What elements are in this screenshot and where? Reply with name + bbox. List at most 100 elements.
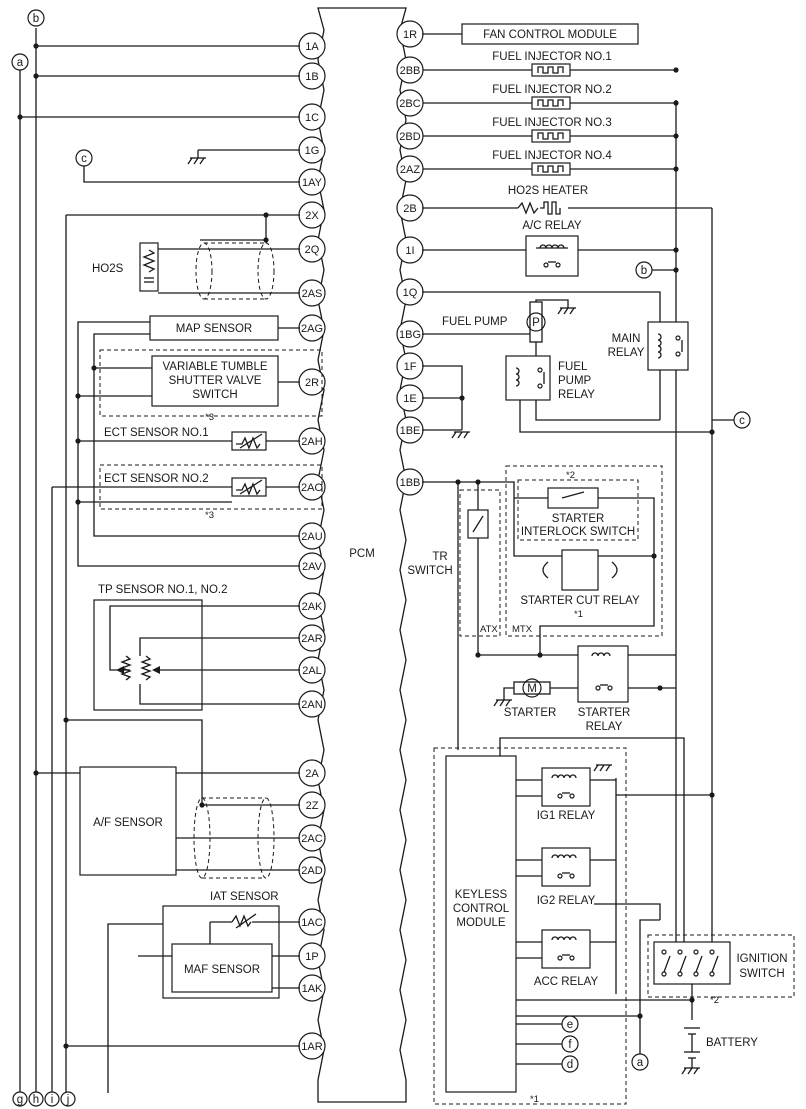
starter-relay-label-1: STARTER [578,707,631,719]
resistor-icon [517,201,561,215]
pin_left-2x: 2X [298,201,326,229]
fuel-injector-2 [423,96,679,110]
fuel-injector-4 [423,162,679,176]
fuel-pump-relay-label-1: FUEL [558,361,588,373]
pin_right-1r: 1R [396,20,424,48]
fuel-injector-3 [423,129,679,143]
pin-label: 2AG [301,323,323,335]
pin_left-2ak: 2AK [298,592,326,620]
maf-sensor [171,943,273,993]
ig1-relay-label: IG1 RELAY [537,810,596,822]
connector-g-label: g [17,1094,23,1106]
relay-coil-icon [537,66,564,74]
pin_right-1f: 1F [396,352,424,380]
connector-j-label: j [66,1094,70,1106]
pin-label: 1R [403,29,417,41]
pin_right-2bb: 2BB [396,56,424,84]
starter-interlock-label-1: STARTER [552,513,605,525]
fuel-injector-3-label: FUEL INJECTOR NO.3 [492,117,612,129]
connector-f-label: f [568,1039,572,1051]
pin-label: 2BD [399,131,420,143]
connector-c-left: c [75,149,93,167]
pin-label: 1C [305,112,319,124]
fuel-injector-1-label: FUEL INJECTOR NO.1 [492,51,612,63]
connector-b-right-label: b [641,265,647,277]
ac-relay [525,235,579,277]
ho2s-heater-label: HO2S HEATER [508,185,588,197]
pin-label: 2B [403,203,416,215]
keyless-label-2: CONTROL [453,903,510,915]
pin_right-1i: 1I [396,236,424,264]
starter-interlock-label-2: INTERLOCK SWITCH [521,526,635,538]
ground-icon [557,307,576,315]
starter-relay-label-2: RELAY [586,721,623,733]
pin_left-2au: 2AU [298,522,326,550]
pin-label: 1AC [301,917,322,929]
ignition-switch [653,941,731,985]
relay-coil-icon [515,367,520,387]
pin_left-2a: 2A [298,759,326,787]
af-sensor [79,766,177,876]
pin_left-2ad: 2AD [298,856,326,884]
pin-label: 1AK [302,983,323,995]
fuel-pump-relay [505,355,551,401]
pin_left-1ak: 1AK [298,974,326,1002]
connector-a: a [11,53,29,71]
fan-control-module [461,23,639,45]
af-sensor-label: A/F SENSOR [93,817,163,829]
pin_left-2r: 2R [298,368,326,396]
vts-label-1: VARIABLE TUMBLE [162,361,267,373]
pin_left-1a: 1A [298,32,326,60]
atx-label: ATX [480,624,498,635]
ground-icon [493,699,512,707]
note-3b: *3 [205,510,214,521]
keyless-label-1: KEYLESS [455,889,508,901]
ho2s-label: HO2S [92,263,124,275]
starter-motor-symbol: M [527,683,537,695]
pin-label: 2BC [399,98,420,110]
pin-label: 2AZ [400,164,420,176]
starter-label: STARTER [504,707,557,719]
relay-coil-icon [591,652,611,657]
pin-label: 1B [305,71,318,83]
relay-coil-icon [537,99,564,107]
pin_left-2al: 2AL [298,656,326,684]
connector-i: i [44,1091,60,1107]
pin-label: 2AN [301,699,322,711]
pin-label: 2AL [302,665,322,677]
pin-label: 2AK [302,601,323,613]
starter-cut-relay-label: STARTER CUT RELAY [520,595,640,607]
connector-g: g [12,1091,28,1107]
pin-label: 2Z [306,800,319,812]
connector-a-right-label: a [637,1057,644,1069]
battery-icon [684,1027,700,1068]
resistor-icon [142,249,156,273]
connector-d: d [561,1055,579,1073]
pcm-label: PCM [349,548,375,560]
pin_right-2bc: 2BC [396,89,424,117]
tp-sensor [93,599,203,711]
pin_left-2an: 2AN [298,690,326,718]
pin-label: 2AD [301,865,322,877]
keyless-label-3: MODULE [456,917,506,929]
ground-icon [451,431,470,439]
tp-sensor-label: TP SENSOR NO.1, NO.2 [98,584,228,596]
vts-valve-switch [151,355,279,407]
pin_right-1bg: 1BG [396,320,424,348]
fuel-injector-2-label: FUEL INJECTOR NO.2 [492,84,612,96]
connector-h-label: h [33,1094,39,1106]
pin_left-1ar: 1AR [298,1032,326,1060]
pin_left-2ac: 2AC [298,824,326,852]
note-1a: *1 [574,609,583,620]
pin-label: 2AV [302,561,323,573]
ac-relay-label: A/C RELAY [522,220,582,232]
pin-label: 1Q [403,287,418,299]
pin-label: 1A [305,41,319,53]
connector-d-label: d [567,1059,573,1071]
pin_left-2ag: 2AG [298,314,326,342]
starter-relay [577,645,629,703]
map-sensor-label: MAP SENSOR [176,323,252,335]
motor-icon [522,678,542,698]
relay-coil-icon [537,132,564,140]
pin_left-1b: 1B [298,62,326,90]
